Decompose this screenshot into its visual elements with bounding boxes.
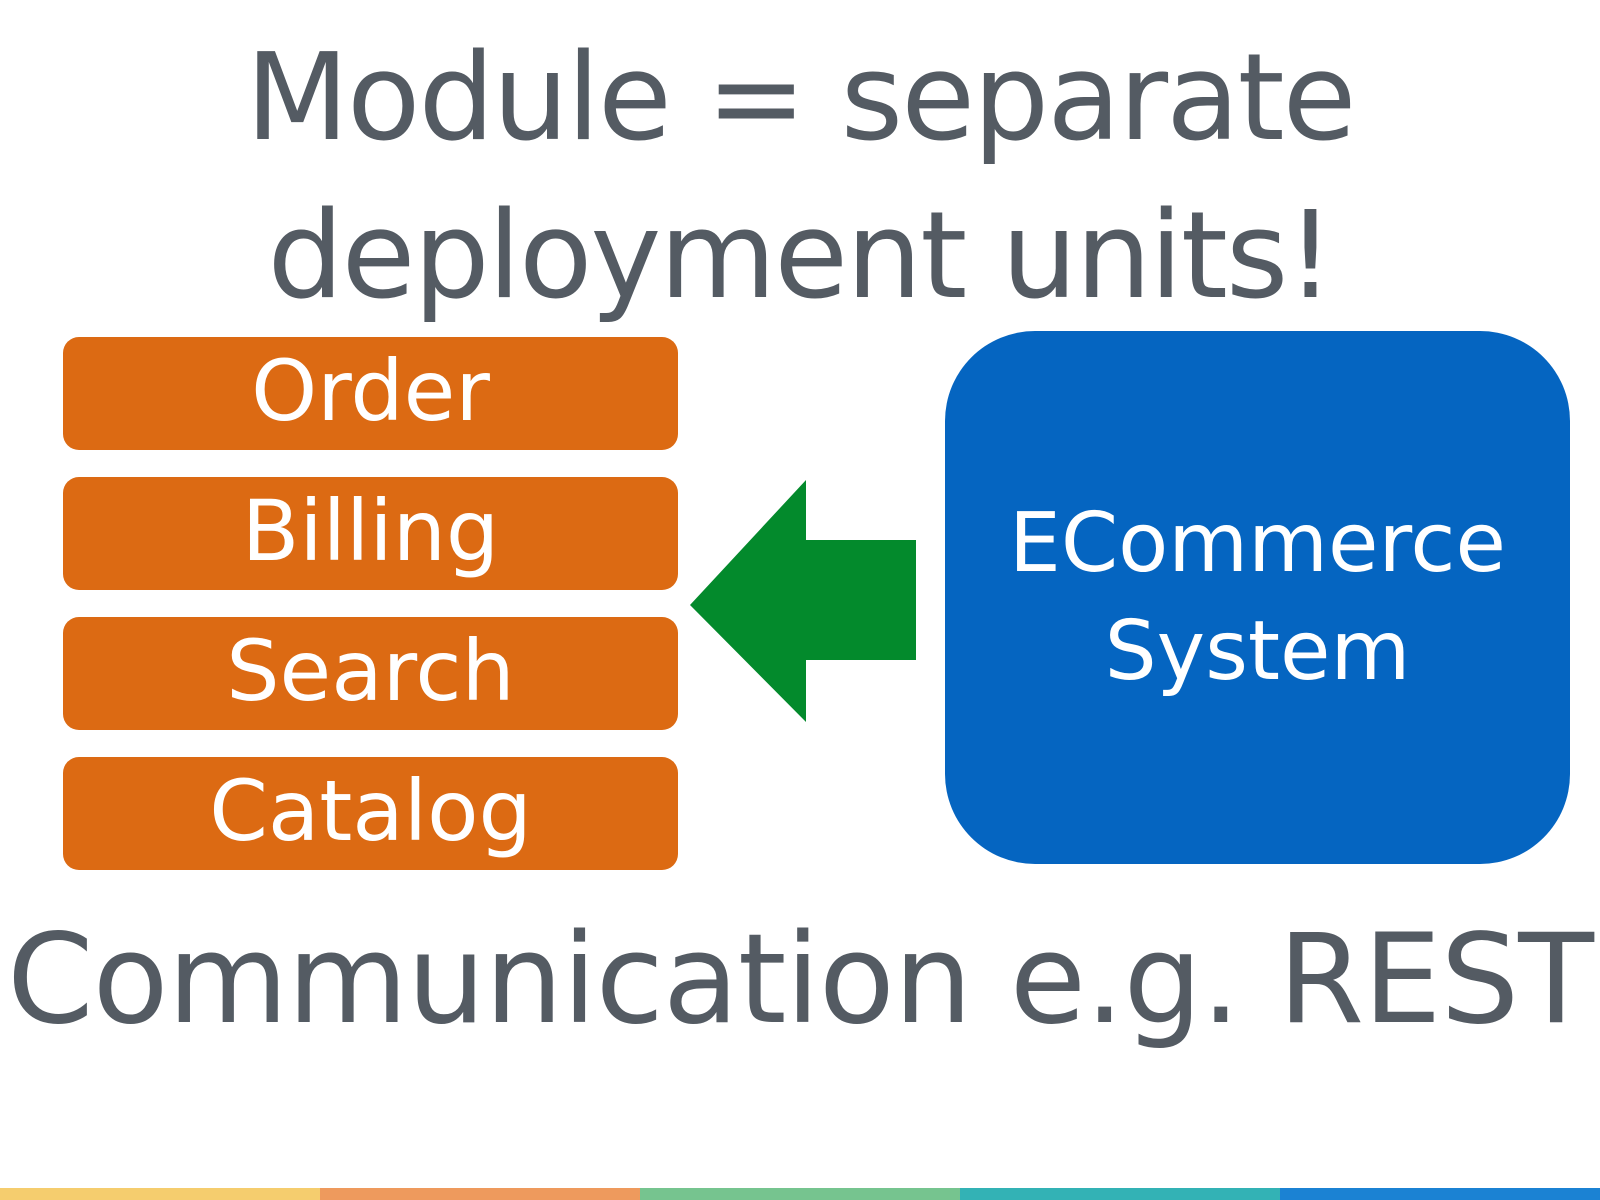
left-arrow-icon [690,480,916,722]
module-search: Search [63,617,678,730]
module-order: Order [63,337,678,450]
footer-segment [960,1188,1280,1200]
module-order-label: Order [251,341,490,440]
module-search-label: Search [226,621,515,720]
footer-segment [0,1188,320,1200]
arrow-shape [690,480,916,722]
slide-title-line-1: Module = separate [245,29,1357,168]
module-billing-label: Billing [241,481,500,580]
module-catalog-label: Catalog [209,761,532,860]
footer-color-bar [0,1188,1600,1200]
communication-caption: Communication e.g. REST [7,908,1594,1052]
module-catalog: Catalog [63,757,678,870]
slide-title-line-2: deployment units! [267,187,1334,326]
footer-segment [320,1188,640,1200]
footer-segment [1280,1188,1600,1200]
module-billing: Billing [63,477,678,590]
system-label-line-1: ECommerce [1009,495,1506,591]
footer-segment [640,1188,960,1200]
slide-title: Module = separate deployment units! [0,20,1600,336]
ecommerce-system-box: ECommerce System [945,331,1570,864]
system-label-line-2: System [1104,603,1411,699]
